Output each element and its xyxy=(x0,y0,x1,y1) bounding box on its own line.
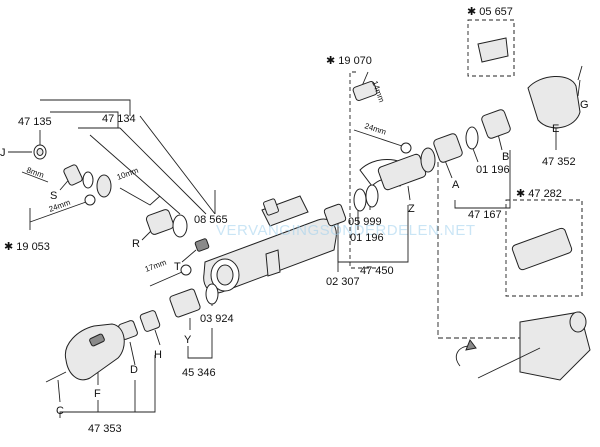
letter-t: T xyxy=(174,261,181,273)
letter-a: A xyxy=(452,179,460,191)
label-47353: 47 353 xyxy=(88,423,122,435)
accessory-boxes xyxy=(467,19,583,297)
letter-labels: J S R T Z A B E G Y H D F C xyxy=(0,99,589,417)
label-47282: ✱ 47 282 xyxy=(516,188,562,200)
label-19070: ✱ 19 070 xyxy=(326,55,372,67)
label-47134: 47 134 xyxy=(102,113,136,125)
label-08565: 08 565 xyxy=(194,214,228,226)
right-parts xyxy=(323,65,583,227)
letter-e: E xyxy=(552,123,559,135)
lower-left-parts xyxy=(45,264,219,383)
part-labels: ✱ 05 657 ✱ 19 070 47 135 47 134 ✱ 19 053… xyxy=(4,6,576,435)
tool-17mm: 17mm xyxy=(144,258,168,274)
label-47450: 47 450 xyxy=(360,265,394,277)
assembled-view xyxy=(456,311,591,381)
letter-s: S xyxy=(50,190,57,202)
label-03924: 03 924 xyxy=(200,313,234,325)
letter-j: J xyxy=(0,147,6,159)
label-05657: ✱ 05 657 xyxy=(467,6,513,18)
tool-10mm: 10mm xyxy=(116,166,140,182)
label-02307: 02 307 xyxy=(326,276,360,288)
label-05999: 05 999 xyxy=(348,216,382,228)
label-45346: 45 346 xyxy=(182,367,216,379)
label-47352: 47 352 xyxy=(542,156,576,168)
mixer-body xyxy=(203,195,337,294)
letter-c: C xyxy=(56,405,64,417)
watermark-text: VERVANGINGSONDERDELEN.NET xyxy=(216,222,476,239)
label-19053: ✱ 19 053 xyxy=(4,241,50,253)
label-47167: 47 167 xyxy=(468,209,502,221)
left-parts xyxy=(21,144,210,252)
letter-d: D xyxy=(130,364,138,376)
label-47135: 47 135 xyxy=(18,116,52,128)
letter-b: B xyxy=(502,151,509,163)
tool-8mm: 8mm xyxy=(25,165,45,180)
letter-y: Y xyxy=(184,334,192,346)
letter-r: R xyxy=(132,238,140,250)
letter-h: H xyxy=(154,349,162,361)
label-01196-right: 01 196 xyxy=(476,164,510,176)
letter-f: F xyxy=(94,388,101,400)
letter-z: Z xyxy=(408,203,415,215)
letter-g: G xyxy=(580,99,589,111)
label-01196-left: 01 196 xyxy=(350,232,384,244)
